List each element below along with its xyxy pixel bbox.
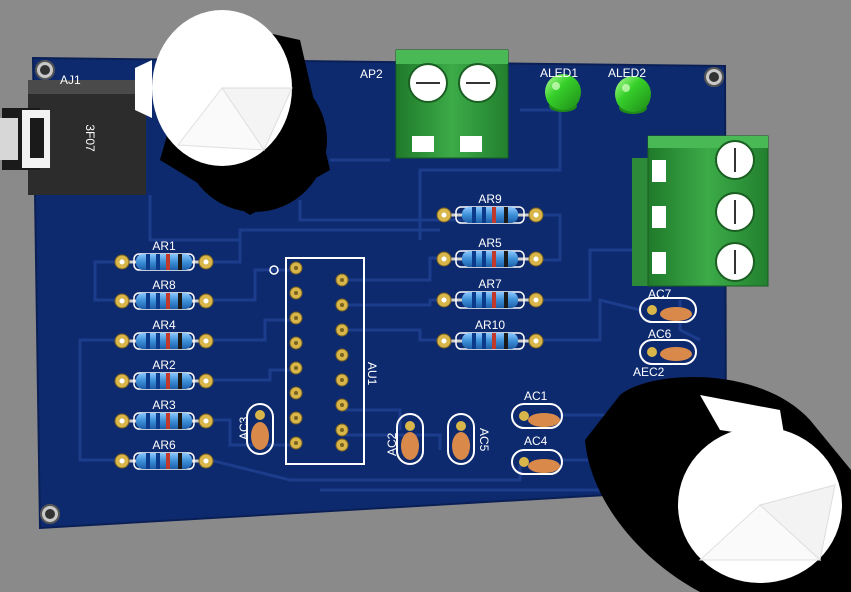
led-aled1[interactable]	[545, 74, 581, 112]
resistor-ar6[interactable]	[114, 452, 214, 470]
label-ar6: AR6	[152, 438, 176, 452]
resistor-ar1[interactable]	[114, 253, 214, 271]
terminal-block-right[interactable]	[632, 135, 769, 287]
label-ap2: AP2	[360, 67, 383, 81]
resistor-ar4[interactable]	[114, 332, 214, 350]
mounting-holes	[35, 60, 724, 524]
ic-pins	[289, 261, 349, 452]
cap-ac4[interactable]	[511, 449, 563, 475]
label-ac4: AC4	[524, 434, 548, 448]
resistor-ar10[interactable]	[436, 332, 544, 350]
jack-marking-text: 3F07	[83, 124, 97, 152]
resistor-ar3[interactable]	[114, 412, 214, 430]
cap-ac5[interactable]	[447, 413, 475, 465]
audio-jack-aj1[interactable]: 3F07	[0, 80, 146, 195]
cap-ac3[interactable]	[246, 403, 274, 455]
label-ac3: AC3	[237, 416, 251, 440]
label-ar7: AR7	[478, 277, 502, 291]
label-ar8: AR8	[152, 278, 176, 292]
label-aj1: AJ1	[60, 73, 81, 87]
led-aled2[interactable]	[615, 76, 651, 114]
label-ar2: AR2	[152, 358, 176, 372]
ic-socket-au1[interactable]	[269, 257, 365, 465]
label-ar4: AR4	[152, 318, 176, 332]
cap-ac1[interactable]	[511, 403, 563, 429]
label-ac6: AC6	[648, 327, 672, 341]
label-ac7: AC7	[648, 287, 672, 301]
label-ar10: AR10	[475, 318, 505, 332]
label-ac2: AC2	[385, 432, 399, 456]
label-ar9: AR9	[478, 192, 502, 206]
label-au1: AU1	[365, 362, 379, 386]
label-ac5: AC5	[477, 428, 491, 452]
resistor-ar9[interactable]	[436, 206, 544, 224]
label-ac1: AC1	[524, 389, 548, 403]
resistor-ar7[interactable]	[436, 291, 544, 309]
label-ar3: AR3	[152, 398, 176, 412]
label-aled2: ALED2	[608, 66, 646, 80]
electrolytic-capacitor-top[interactable]	[135, 10, 330, 215]
resistor-ar5[interactable]	[436, 250, 544, 268]
label-ar1: AR1	[152, 239, 176, 253]
electrolytic-capacitor-aec2[interactable]	[585, 377, 851, 592]
label-aec2: AEC2	[633, 365, 665, 379]
resistor-ar8[interactable]	[114, 292, 214, 310]
cap-ac6[interactable]	[639, 339, 697, 365]
label-ar5: AR5	[478, 236, 502, 250]
resistor-ar2[interactable]	[114, 372, 214, 390]
cap-ac7[interactable]	[639, 297, 697, 323]
cap-ac2[interactable]	[396, 413, 424, 465]
label-aled1: ALED1	[540, 66, 578, 80]
terminal-block-ap2[interactable]	[395, 49, 509, 159]
